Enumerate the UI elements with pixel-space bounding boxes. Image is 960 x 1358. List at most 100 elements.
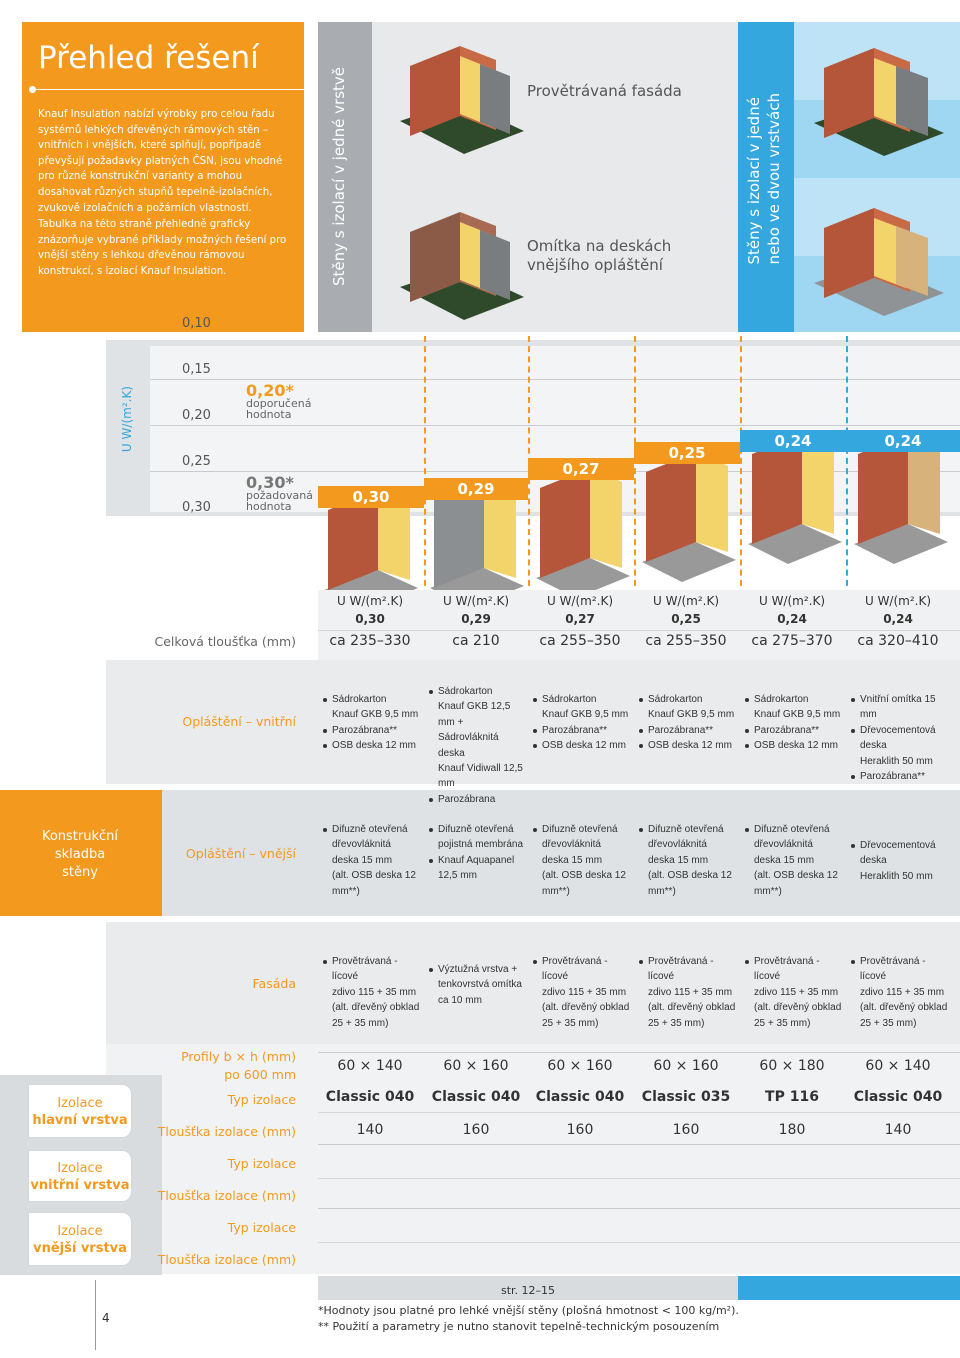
- total-thickness: ca 320–410: [857, 633, 939, 649]
- u-badge: 0,27: [562, 460, 600, 478]
- spec-list-item: 25 + 35 mm): [648, 1017, 705, 1029]
- main-layer-box: Izolace hlavní vrstva: [28, 1084, 132, 1138]
- profile-size: 60 × 160: [653, 1058, 719, 1074]
- spec-list-item: Knauf GKB 9,5 mm: [542, 709, 629, 721]
- spec-list-item: Provětrávaná - lícové: [532, 954, 632, 985]
- spec-list-item: Provětrávaná - lícové: [638, 954, 738, 985]
- column-divider: [740, 336, 742, 596]
- u-unit-label: U W/(m².K): [864, 594, 932, 608]
- tick-label: 0,10: [182, 316, 211, 331]
- wall-illustration-2: [400, 212, 524, 320]
- u-badge: 0,24: [884, 432, 922, 450]
- spec-list-item: Parozábrana**: [322, 723, 422, 738]
- total-thickness: ca 275–370: [751, 633, 833, 649]
- row-separator: [318, 1208, 960, 1209]
- required-note: hodnota: [246, 500, 292, 513]
- column-divider: [634, 336, 636, 596]
- row-separator: [318, 1178, 960, 1179]
- u-badge-bar: [318, 486, 424, 508]
- wall-illustration-3: [814, 48, 944, 156]
- spec-list-item: deska 15 mm: [754, 854, 815, 866]
- tick-label: 0,20: [182, 408, 211, 423]
- insulation-thickness: 140: [356, 1122, 384, 1138]
- profile-size: 60 × 140: [865, 1058, 931, 1074]
- u-unit-label: U W/(m².K): [652, 594, 720, 608]
- footnote-1: *Hodnoty jsou platné pro lehké vnější st…: [318, 1304, 739, 1317]
- insulation-type: Classic 040: [431, 1089, 521, 1105]
- section-band-single-layer: Stěny s izolací v jedné vrstvě: [318, 22, 372, 332]
- section-label-double-line1: Stěny s izolací v jedné: [745, 96, 763, 264]
- spec-list-item: (alt. OSB deska 12 mm**): [542, 870, 626, 897]
- page-number: 4: [102, 1311, 110, 1325]
- section-label-single-layer: Stěny s izolací v jedné vrstvě: [330, 66, 348, 286]
- spec-list-item: Difuzně otevřená: [428, 822, 528, 837]
- spec-list-item: OSB deska 12 mm: [322, 738, 422, 753]
- table-head-background: [318, 590, 960, 660]
- spec-list-item: Knauf GKB 12,5 mm +: [438, 701, 511, 728]
- insulation-type: Classic 035: [641, 1089, 731, 1105]
- u-value-illustrations: [324, 434, 948, 595]
- u-value: 0,24: [883, 612, 913, 626]
- u-unit-label: U W/(m².K): [442, 594, 510, 608]
- spec-list-item: Sádrokarton: [322, 692, 422, 707]
- spec-list-item: Parozábrana**: [744, 723, 844, 738]
- type-row-label: Typ izolace: [227, 1092, 296, 1107]
- spec-list-item: (alt. dřevěný obklad: [542, 1002, 630, 1014]
- spec-list-item: dřevovláknitá: [648, 839, 707, 851]
- profiles-label-line: po 600 mm: [224, 1067, 296, 1082]
- spec-list-item: (alt. dřevěný obklad: [332, 1002, 420, 1014]
- spec-list-item: deska 15 mm: [542, 854, 603, 866]
- spec-list-item: zdivo 115 + 35 mm: [860, 986, 945, 998]
- spec-list-item: dřevovláknitá: [542, 839, 601, 851]
- spec-list-item: (alt. OSB deska 12 mm**): [754, 870, 838, 897]
- spec-list-item: Sádrokarton: [638, 692, 738, 707]
- u-value: 0,25: [671, 612, 701, 626]
- profiles-label-line: Profily b × h (mm): [181, 1049, 296, 1064]
- gridline: [150, 379, 960, 380]
- construction-label-line: stěny: [62, 865, 98, 880]
- spec-list-item: 25 + 35 mm): [860, 1017, 917, 1029]
- row-separator: [318, 630, 960, 631]
- title-dot: [29, 86, 36, 93]
- construction-label-panel: [0, 790, 162, 916]
- spec-list-item: 25 + 35 mm): [542, 1017, 599, 1029]
- spec-list-item: Difuzně otevřená: [322, 822, 422, 837]
- spec-list-item: Sádrovláknitá deska: [438, 732, 499, 759]
- u-badge: 0,25: [668, 444, 706, 462]
- facade-type-label: Provětrávaná fasáda: [527, 82, 682, 100]
- spec-list-item: OSB deska 12 mm: [638, 738, 738, 753]
- required-value: 0,30*: [246, 473, 294, 492]
- spec-list-item: Difuzně otevřená: [744, 822, 844, 837]
- spec-list-item: zdivo 115 + 35 mm: [754, 986, 839, 998]
- spec-list-item: Heraklith 50 mm: [860, 755, 933, 767]
- u-badge-bar: [634, 442, 740, 464]
- spec-list-item: dřevovláknitá: [332, 839, 391, 851]
- u-value: 0,29: [461, 612, 491, 626]
- spec-list-item: (alt. dřevěný obklad: [860, 1002, 948, 1014]
- outer-layer-box: Izolace vnější vrstva: [28, 1212, 132, 1266]
- recommended-value: 0,20*: [246, 381, 294, 400]
- main-layer-label-bold: hlavní vrstva: [32, 1113, 128, 1128]
- profiles-row-label: Profily b × h (mm) po 600 mm: [106, 1048, 296, 1084]
- row-separator: [318, 1052, 960, 1053]
